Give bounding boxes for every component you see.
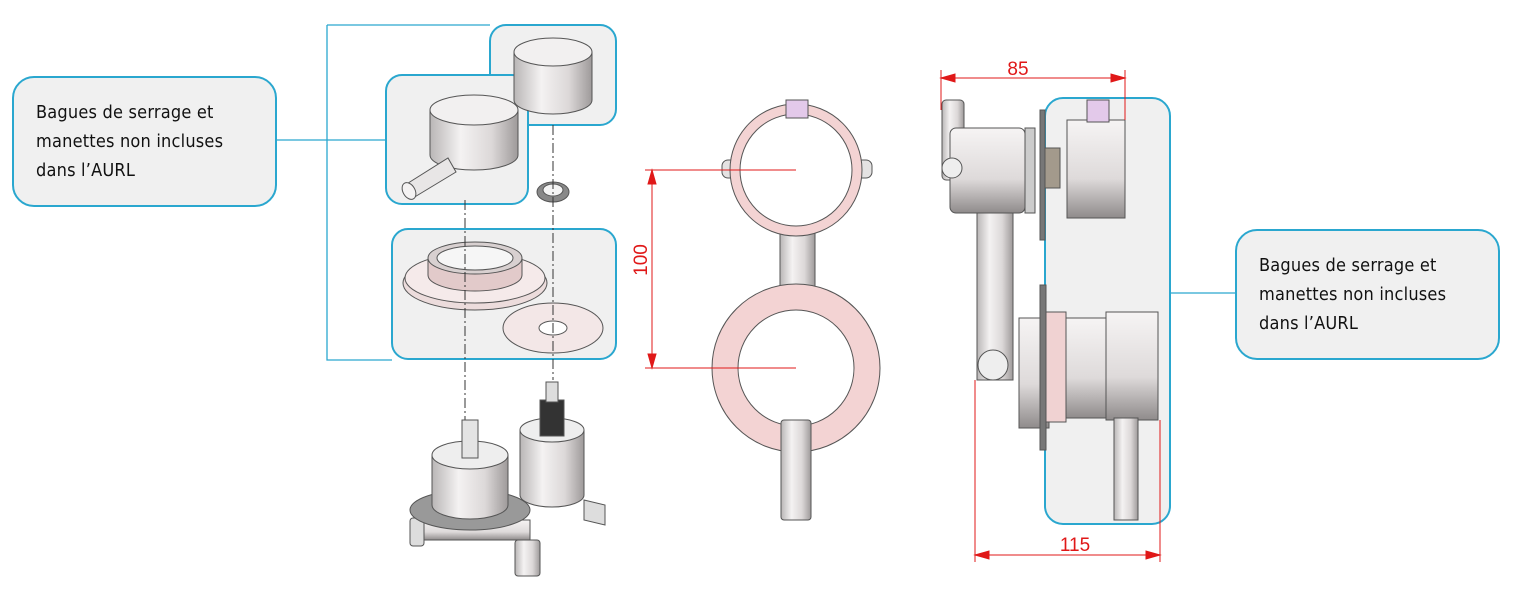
dimension-label-100: 100 — [631, 244, 652, 276]
callout-left-line-2: manettes non incluses — [36, 131, 224, 152]
callout-left: Bagues de serrage et manettes non inclus… — [12, 76, 277, 207]
callout-left-line-1: Bagues de serrage et — [36, 102, 214, 123]
dimension-label-115: 115 — [1060, 535, 1090, 556]
dimension-100 — [645, 168, 796, 370]
front-view — [711, 99, 881, 521]
callout-right: Bagues de serrage et manettes non inclus… — [1235, 229, 1500, 360]
dimension-label-85: 85 — [1007, 59, 1028, 80]
callout-left-line-3: dans l’AURL — [36, 160, 136, 181]
exploded-view — [401, 37, 606, 577]
callout-right-line-3: dans l’AURL — [1259, 313, 1359, 334]
callout-connectors — [276, 24, 1235, 361]
callout-right-line-2: manettes non incluses — [1259, 284, 1447, 305]
dimension-115 — [973, 380, 1162, 562]
callout-right-line-1: Bagues de serrage et — [1259, 255, 1437, 276]
dimension-85 — [939, 70, 1127, 120]
side-view — [941, 99, 1159, 521]
